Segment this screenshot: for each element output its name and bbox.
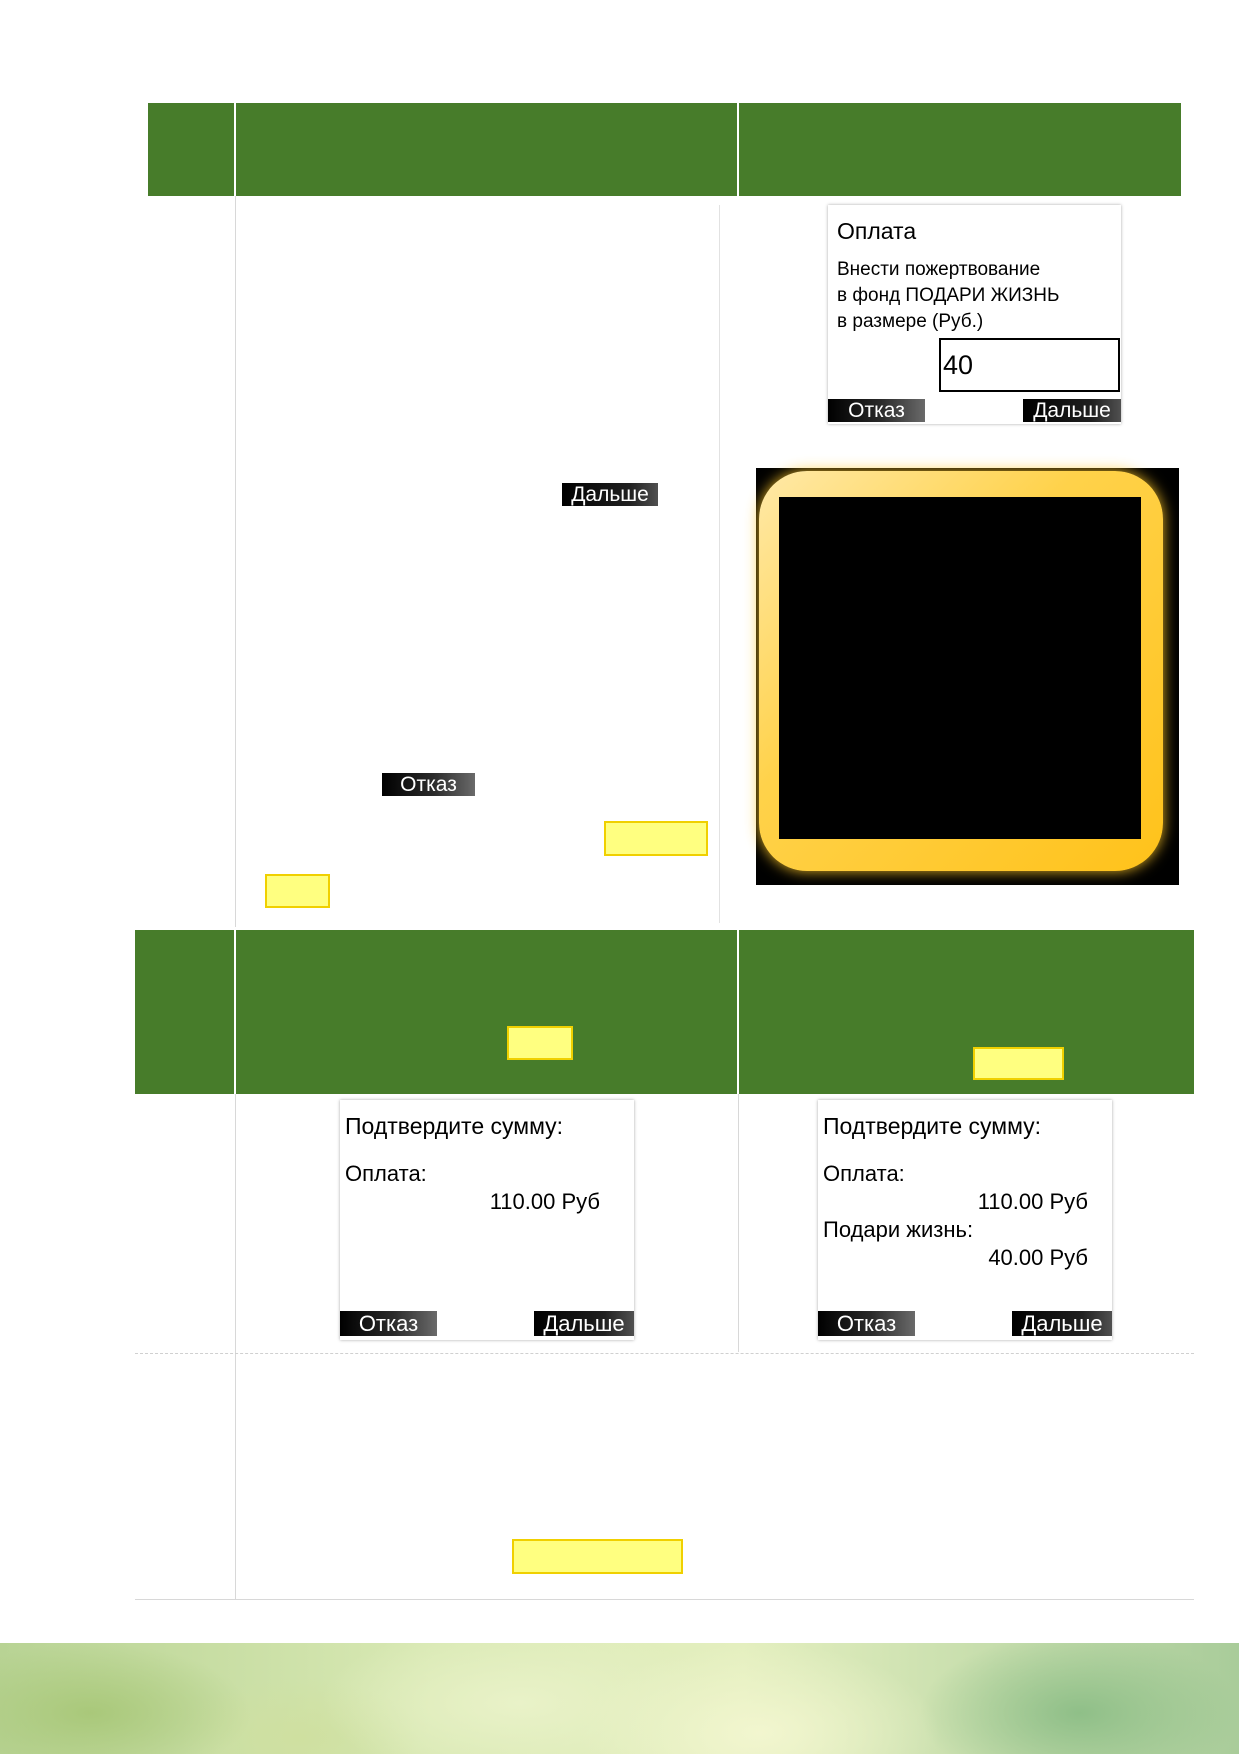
payment-label: Оплата: <box>345 1161 427 1186</box>
donation-line-3: в размере (Руб.) <box>837 311 984 332</box>
row-divider <box>135 1353 1194 1354</box>
screen-preview-frame <box>756 468 1179 885</box>
text-highlight <box>973 1047 1064 1080</box>
payment-value: 110.00 Руб <box>489 1189 600 1214</box>
cancel-softkey[interactable]: Отказ <box>340 1311 437 1336</box>
payment-label: Оплата: <box>823 1161 905 1186</box>
next-softkey[interactable]: Дальше <box>534 1311 634 1336</box>
inline-next-key: Дальше <box>562 483 658 506</box>
donation-amount-input[interactable] <box>939 338 1120 392</box>
column-divider <box>719 205 720 923</box>
column-divider <box>738 1094 739 1352</box>
column-divider <box>235 196 236 927</box>
cancel-softkey[interactable]: Отказ <box>818 1311 915 1336</box>
inline-cancel-key: Отказ <box>382 773 475 796</box>
donation-value: 40.00 Руб <box>988 1245 1088 1270</box>
donation-line-1: Внести пожертвование <box>837 259 1041 280</box>
text-highlight <box>507 1026 573 1060</box>
text-highlight <box>604 821 708 856</box>
black-screen-area <box>779 497 1141 839</box>
decorative-leaf-background <box>0 1643 1239 1754</box>
donation-label: Подари жизнь: <box>823 1217 974 1242</box>
text-highlight <box>265 874 330 908</box>
screen-title: Оплата <box>837 218 917 244</box>
next-softkey[interactable]: Дальше <box>1012 1311 1112 1336</box>
donation-line-2: в фонд ПОДАРИ ЖИЗНЬ <box>837 285 1060 306</box>
header-divider <box>234 930 236 1094</box>
confirm-title: Подтвердите сумму: <box>345 1113 564 1139</box>
confirm-title: Подтвердите сумму: <box>823 1113 1042 1139</box>
header-divider <box>737 103 739 196</box>
donation-screen: Оплата Внести пожертвование в фонд ПОДАР… <box>828 205 1121 424</box>
column-divider <box>235 1094 236 1599</box>
text-highlight <box>512 1539 683 1574</box>
header-divider <box>737 930 739 1094</box>
confirm-screen-payment: Подтвердите сумму: Оплата: 110.00 Руб От… <box>340 1100 634 1340</box>
next-softkey[interactable]: Дальше <box>1023 399 1121 422</box>
cancel-softkey[interactable]: Отказ <box>828 399 925 422</box>
confirm-screen-with-donation: Подтвердите сумму: Оплата: 110.00 Руб По… <box>818 1100 1112 1340</box>
payment-value: 110.00 Руб <box>977 1189 1088 1214</box>
table-bottom-border <box>135 1599 1194 1600</box>
header-divider <box>234 103 236 196</box>
table-header-row-1 <box>148 103 1181 196</box>
